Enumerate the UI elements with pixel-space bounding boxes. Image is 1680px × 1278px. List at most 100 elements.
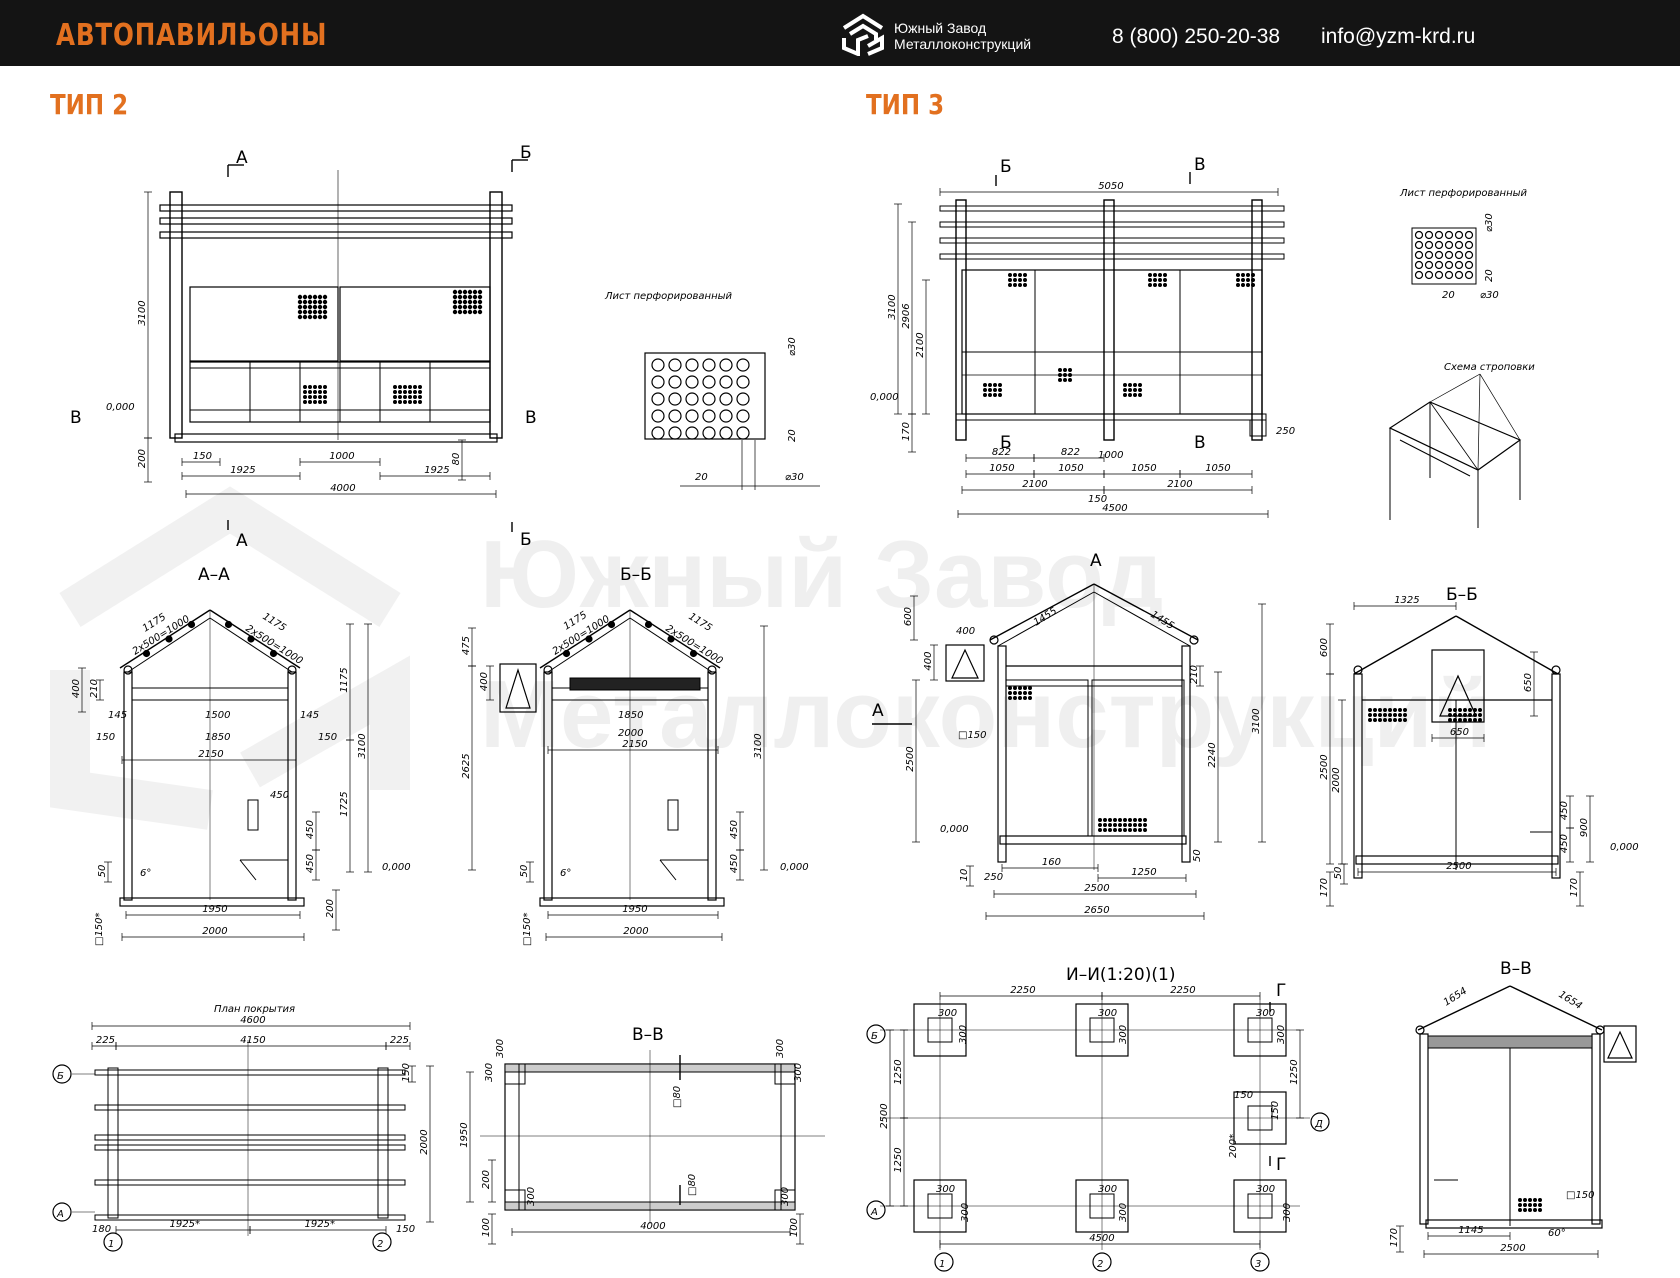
- type2-aa-dim: 210: [89, 679, 100, 698]
- type2-bb-purlin: [562, 649, 571, 658]
- type2-section-mark-v-left: В: [70, 408, 82, 428]
- type3-perforation: [1122, 817, 1127, 822]
- type2-perforation: [477, 289, 483, 295]
- type2-perforation: [322, 299, 328, 305]
- type3-perforation: [1462, 712, 1467, 717]
- type2-bb-wall-right: [707, 671, 717, 901]
- type3-perforation: [1382, 717, 1387, 722]
- type3-perforation: [1027, 685, 1032, 690]
- type2-aa-bench-back: [247, 799, 259, 831]
- type3-perforation: [1382, 707, 1387, 712]
- type3-perforation: [1250, 283, 1255, 288]
- type3-axis-a: [866, 1200, 886, 1220]
- type2-perforation: [317, 314, 323, 320]
- type2-aa-node: [287, 665, 297, 675]
- type2-perforation: [403, 390, 408, 395]
- type3-vv-beam: [1427, 1035, 1593, 1049]
- type3-perforation: [1472, 707, 1477, 712]
- type3-perforation: [1067, 368, 1072, 373]
- type3-perforation: [1132, 383, 1137, 388]
- type3-foot: [1249, 419, 1267, 437]
- type2-aa-floor: [119, 897, 305, 907]
- type2-bb-roof-left: [539, 609, 631, 669]
- type2-bb-dim: 2000: [618, 728, 643, 739]
- type2-bb-dim: 50: [519, 865, 530, 878]
- type2-perforation: [472, 309, 478, 315]
- type3-bb-sign-box: [1431, 649, 1485, 723]
- phone-link[interactable]: 8 (800) 250-20-38: [1112, 25, 1281, 48]
- type3-ii-dim: 4500: [1089, 1233, 1114, 1244]
- type2-perforated-hole: [685, 358, 699, 372]
- email-link[interactable]: info@yzm-krd.ru: [1321, 25, 1476, 48]
- type3-ii-dim: 300: [1282, 1203, 1293, 1222]
- type3-axis-2: [1092, 1252, 1112, 1272]
- type3-perforation: [1527, 1202, 1532, 1207]
- type2-dim-1925-right: 1925: [424, 465, 449, 476]
- type2-vv-dim: 200: [481, 1170, 492, 1189]
- type2-vv-dim: 300: [780, 1187, 791, 1206]
- type2-perforation: [303, 385, 308, 390]
- company-name: Южный Завод Металлоконструкций: [894, 20, 1031, 52]
- type3-perforation: [1250, 278, 1255, 283]
- type3-a-dim: 1455: [1032, 606, 1059, 629]
- type2-bb-sign-triangle: [505, 668, 531, 709]
- type3-perforation: [1367, 707, 1372, 712]
- type2-bb-dim: 450: [729, 854, 740, 873]
- type2-perforated-hole: [668, 375, 682, 389]
- type3-perforation: [1057, 378, 1062, 383]
- type3-perforation: [1377, 712, 1382, 717]
- type3-axis-2-label: 2: [1097, 1259, 1103, 1270]
- type2-perforation: [467, 289, 473, 295]
- type3-perforation: [1240, 273, 1245, 278]
- type2-vv-dim: 300: [484, 1063, 495, 1082]
- type2-perforation: [398, 400, 403, 405]
- type3-vv-dim: 2500: [1500, 1243, 1525, 1254]
- type3-perforation: [1137, 827, 1142, 832]
- type3-perforation: [1377, 717, 1382, 722]
- type3-wall-frame: [961, 269, 1263, 415]
- type3-perforated-hole: [1424, 260, 1434, 270]
- type2-section-mark-v-right: В: [525, 408, 537, 428]
- type2-perforation: [403, 395, 408, 400]
- type3-perforated-hole: [1444, 250, 1454, 260]
- type3-perforation: [1022, 685, 1027, 690]
- type3-sling-rope: [1479, 373, 1521, 441]
- type3-perforation: [997, 383, 1002, 388]
- type3-bb-dim: 2500: [1319, 754, 1330, 779]
- type3-axis-b: [866, 1024, 886, 1044]
- type3-perforation: [1007, 695, 1012, 700]
- type3-axis-d: [1310, 1112, 1330, 1132]
- type3-perforation: [1477, 712, 1482, 717]
- type2-perforation: [393, 400, 398, 405]
- type2-perf-step-h: 20: [695, 472, 708, 483]
- type3-section-mark-v-bottom: В: [1194, 433, 1206, 453]
- type2-bb-purlin: [689, 649, 698, 658]
- type2-perforation: [408, 390, 413, 395]
- type2-perforated-hole: [736, 392, 750, 406]
- type2-aa-dim: 0,000: [382, 862, 411, 873]
- type2-perf-dia-h: ⌀30: [785, 472, 804, 483]
- type2-perforated-hole: [736, 358, 750, 372]
- type3-perforation: [1152, 278, 1157, 283]
- type3-perforation: [987, 388, 992, 393]
- type3-sling-rope: [1477, 373, 1481, 471]
- type3-sling-label: Схема строповки: [1444, 362, 1535, 373]
- type2-perforated-hole: [736, 375, 750, 389]
- type2-vv-dim: 1950: [459, 1122, 470, 1147]
- type3-vv-node: [1415, 1025, 1425, 1035]
- type3-perforation: [1132, 393, 1137, 398]
- type2-perforation: [467, 304, 473, 310]
- type3-a-panel: [1005, 679, 1089, 837]
- type3-perforation: [982, 383, 987, 388]
- type3-perforation: [1392, 712, 1397, 717]
- type2-aa-roof-inner: [127, 617, 211, 673]
- type2-vv-dim: 300: [495, 1039, 506, 1058]
- type2-perforated-hole: [719, 409, 733, 423]
- type3-perforation: [1067, 378, 1072, 383]
- type2-perforation: [452, 289, 458, 295]
- header-bar: АВТОПАВИЛЬОНЫ Южный Завод Металлоконстру…: [0, 0, 1680, 66]
- type2-perforation: [418, 390, 423, 395]
- type3-a-dim: 160: [1042, 857, 1061, 868]
- type3-perforation: [1162, 273, 1167, 278]
- type3-a-panel-dash: [1091, 679, 1185, 837]
